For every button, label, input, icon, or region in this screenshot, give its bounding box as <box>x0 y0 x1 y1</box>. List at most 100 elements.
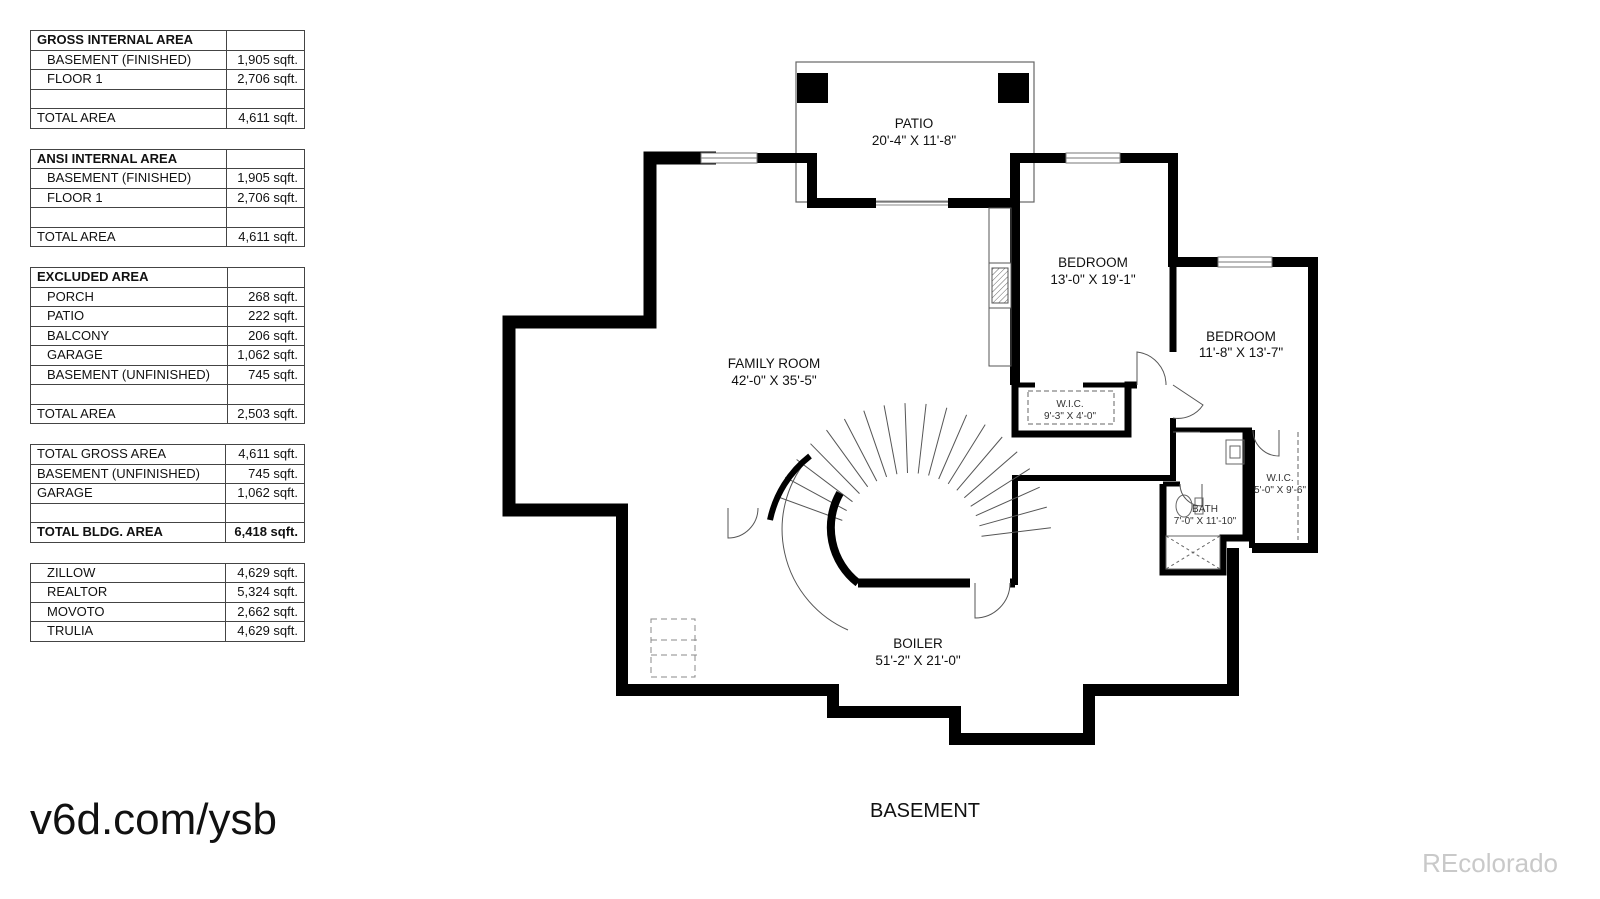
stair-tread <box>981 527 1051 537</box>
stair-tread <box>904 403 908 474</box>
row-value: 2,706 sqft. <box>226 69 305 90</box>
row-value: 2,503 sqft. <box>227 403 305 424</box>
stair-tread <box>863 410 888 478</box>
wic-2-dims: 5'-0" X 9'-6" <box>1254 485 1307 496</box>
bedroom-1-label: BEDROOM <box>1058 255 1128 270</box>
wall-boiler <box>616 504 1239 745</box>
wic-1-label: W.I.C. <box>1056 399 1083 410</box>
row-value: 222 sqft. <box>227 306 305 327</box>
stair-tread <box>843 418 878 482</box>
stair-tread <box>970 468 1031 507</box>
row-label: BASEMENT (FINISHED) <box>29 168 228 189</box>
row-label: ANSI INTERNAL AREA <box>29 148 228 169</box>
wall-family-west <box>502 151 716 517</box>
stair-tread <box>928 407 948 476</box>
stair-tread <box>796 459 853 503</box>
row-value: 4,629 sqft. <box>225 562 305 583</box>
row-value: 4,611 sqft. <box>226 108 305 129</box>
wic-2-label: W.I.C. <box>1266 473 1293 484</box>
wall-bedroom-1-north-east <box>1120 153 1218 267</box>
table-row <box>29 207 305 228</box>
boiler-dims: 51'-2" X 21'-0" <box>875 653 960 668</box>
stair-tread <box>979 506 1047 527</box>
wall-hall <box>1012 418 1176 585</box>
row-label: TOTAL AREA <box>29 226 228 247</box>
table-row: GROSS INTERNAL AREA <box>29 30 305 51</box>
stair-tread <box>883 405 898 475</box>
row-label: TRULIA <box>29 621 227 642</box>
bath-fixtures <box>1165 439 1245 570</box>
door-swings <box>727 351 1280 619</box>
row-label: TOTAL AREA <box>29 403 229 424</box>
boiler-equipment <box>650 618 700 678</box>
row-value: 4,629 sqft. <box>225 621 305 642</box>
bedroom-2-dims: 11'-8" X 13'-7" <box>1199 345 1283 360</box>
family-room-label: FAMILY ROOM <box>728 356 821 371</box>
wall-bedroom-1 <box>1010 153 1066 385</box>
table-row: BASEMENT (FINISHED)1,905 sqft. <box>29 168 305 189</box>
fireplace <box>988 207 1012 367</box>
stair-tread <box>917 403 927 474</box>
stair-inner-wall <box>826 491 861 587</box>
row-value: 6,418 sqft. <box>225 522 305 543</box>
table-row: BASEMENT (FINISHED)1,905 sqft. <box>29 49 305 70</box>
wic-1-shelf <box>1027 390 1115 425</box>
bedroom-2-label: BEDROOM <box>1206 329 1276 344</box>
patio-dims: 20'-4" X 11'-8" <box>872 133 956 148</box>
family-room-dims: 42'-0" X 35'-5" <box>731 373 816 388</box>
patio-slider <box>876 200 948 206</box>
row-value: 268 sqft. <box>227 286 305 307</box>
boiler-label: BOILER <box>893 636 943 651</box>
stair-outer-wall <box>767 453 812 521</box>
row-label: FLOOR 1 <box>29 69 228 90</box>
table-row: ANSI INTERNAL AREA <box>29 148 305 169</box>
stair-tread <box>938 414 968 480</box>
watermark: REcolorado <box>1422 848 1558 878</box>
stair-tread <box>975 486 1040 517</box>
floor-label: BASEMENT <box>870 800 981 822</box>
patio-post-right <box>998 73 1029 103</box>
wall-wic-1 <box>1011 381 1137 438</box>
bath-dims: 7'-0" X 11'-10" <box>1174 516 1237 527</box>
bath-label: BATH <box>1192 504 1218 515</box>
wic-1-dims: 9'-3" X 4'-0" <box>1044 411 1097 422</box>
row-value: 1,905 sqft. <box>226 168 305 189</box>
patio-post-left <box>797 73 828 103</box>
staircase <box>776 403 1051 631</box>
row-label: TOTAL AREA <box>29 108 228 129</box>
stair-tread <box>963 451 1018 499</box>
wall-bedroom-2 <box>1252 257 1318 553</box>
windows <box>700 152 1273 268</box>
patio-label: PATIO <box>895 116 934 131</box>
wall-bath <box>1159 430 1250 576</box>
site-url: v6d.com/ysb <box>30 795 277 844</box>
row-value: 4,611 sqft. <box>226 226 305 247</box>
stair-tread <box>826 429 869 488</box>
row-value: 745 sqft. <box>225 463 305 484</box>
row-label: GARAGE <box>29 345 229 366</box>
row-value: 1,062 sqft. <box>225 483 305 504</box>
bedroom-1-dims: 13'-0" X 19'-1" <box>1050 272 1135 287</box>
wall-patio-opening <box>757 153 876 208</box>
stair-tread <box>956 436 1003 491</box>
